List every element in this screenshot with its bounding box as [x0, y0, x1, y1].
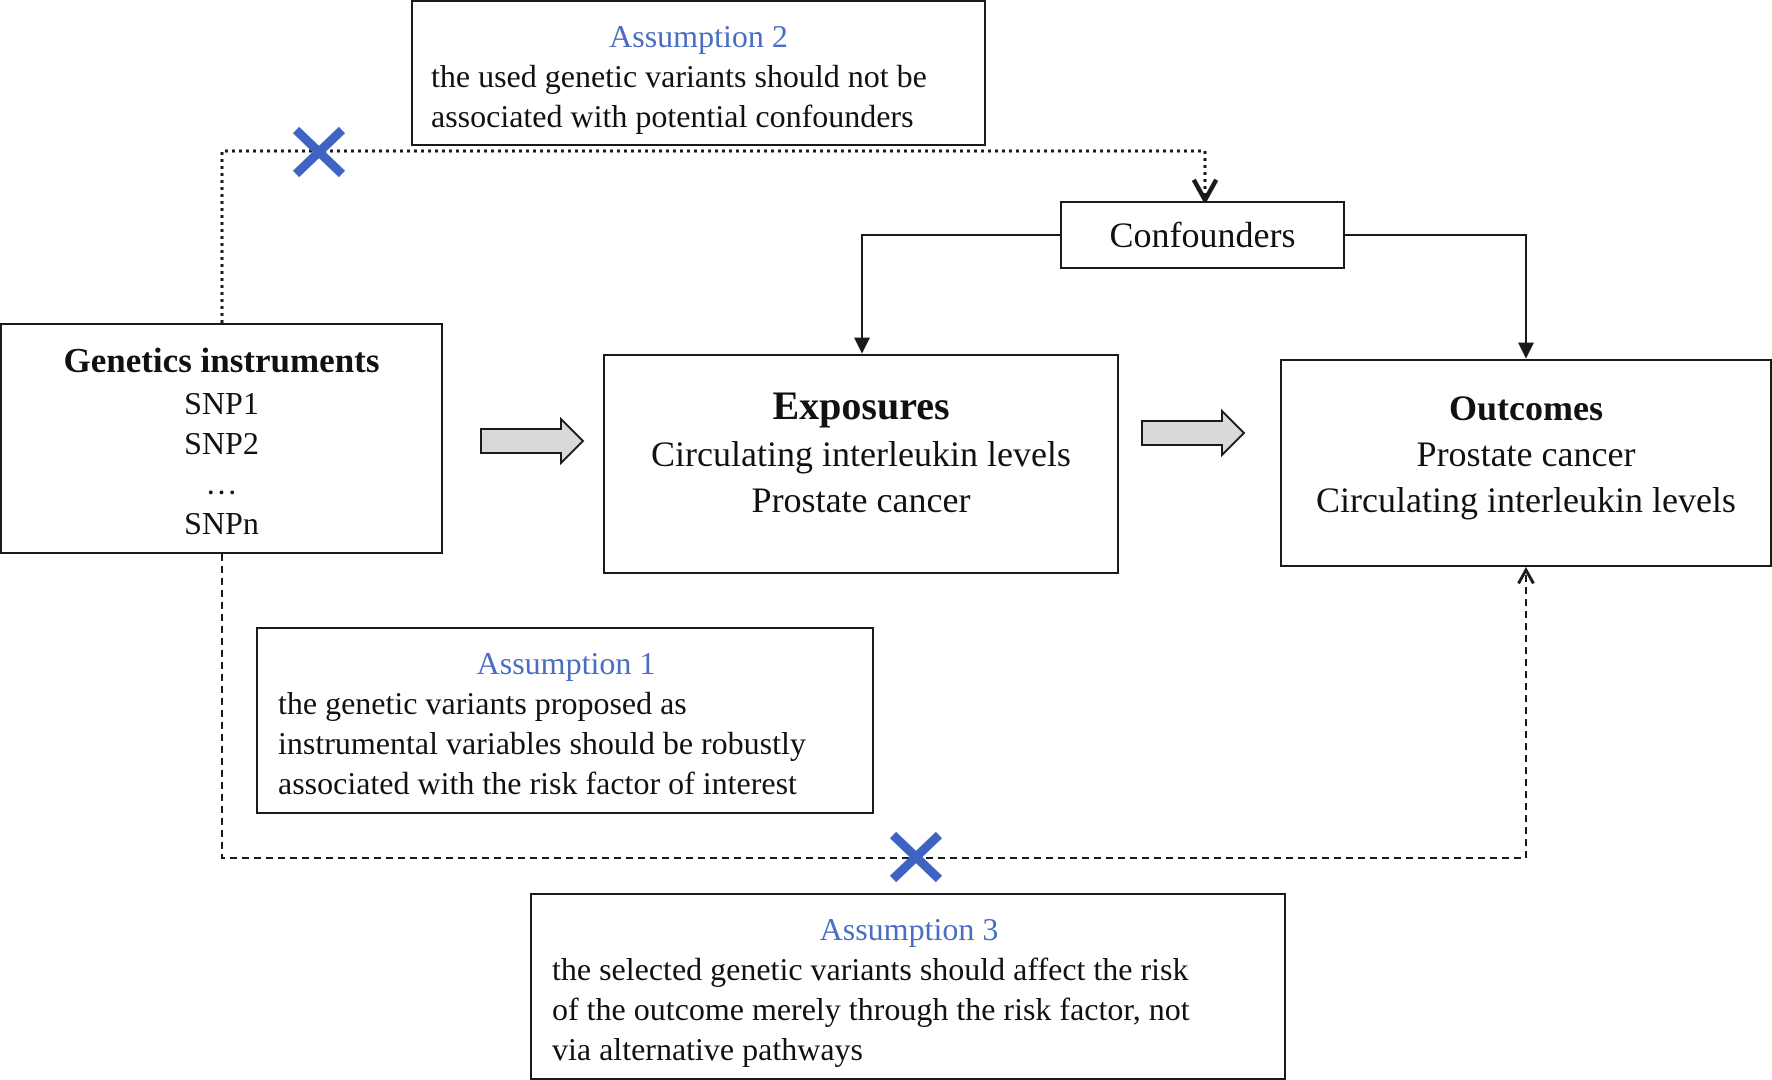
exposures-box: Exposures Circulating interleukin levels…: [603, 354, 1119, 574]
snp-item: SNPn: [184, 505, 259, 541]
cross-icon: [292, 126, 346, 178]
snp-item: SNP1: [184, 385, 259, 421]
assumption2-line: associated with potential confounders: [431, 98, 914, 134]
assumption2-path: [220, 149, 1205, 323]
snp-item: SNP2: [184, 425, 259, 461]
block-arrow-icon: [1141, 408, 1246, 458]
assumption3-path: [221, 554, 1526, 859]
confounders-to-outcomes-line: [1345, 234, 1534, 359]
snp-item: …: [205, 465, 238, 501]
exposure-item: Circulating interleukin levels: [651, 434, 1071, 474]
assumption1-line: associated with the risk factor of inter…: [278, 765, 797, 801]
assumption2-box: Assumption 2 the used genetic variants s…: [411, 0, 986, 146]
assumption1-line: instrumental variables should be robustl…: [278, 725, 806, 761]
assumption3-box: Assumption 3 the selected genetic varian…: [530, 893, 1286, 1080]
confounders-to-exposures-line: [854, 234, 1060, 354]
outcomes-title: Outcomes: [1449, 388, 1603, 428]
genetics-instruments-box: Genetics instruments SNP1 SNP2 … SNPn: [0, 323, 443, 554]
exposure-item: Prostate cancer: [751, 480, 971, 520]
block-arrow-icon: [480, 416, 585, 466]
outcome-item: Prostate cancer: [1416, 434, 1636, 474]
assumption1-box: Assumption 1 the genetic variants propos…: [256, 627, 874, 814]
assumption3-title: Assumption 3: [819, 911, 999, 947]
genetics-title: Genetics instruments: [63, 341, 380, 380]
assumption1-title: Assumption 1: [476, 645, 656, 681]
cross-icon: [889, 831, 943, 883]
outcome-item: Circulating interleukin levels: [1316, 480, 1736, 520]
assumption2-line: the used genetic variants should not be: [431, 58, 927, 94]
confounders-label: Confounders: [1109, 215, 1296, 255]
assumption3-line: of the outcome merely through the risk f…: [552, 991, 1190, 1027]
outcomes-box: Outcomes Prostate cancer Circulating int…: [1280, 359, 1772, 567]
assumption1-line: the genetic variants proposed as: [278, 685, 687, 721]
exposures-title: Exposures: [772, 383, 950, 428]
assumption3-line: the selected genetic variants should aff…: [552, 951, 1189, 987]
assumption3-line: via alternative pathways: [552, 1031, 863, 1067]
assumption2-title: Assumption 2: [609, 18, 788, 54]
confounders-box: Confounders: [1060, 201, 1345, 269]
